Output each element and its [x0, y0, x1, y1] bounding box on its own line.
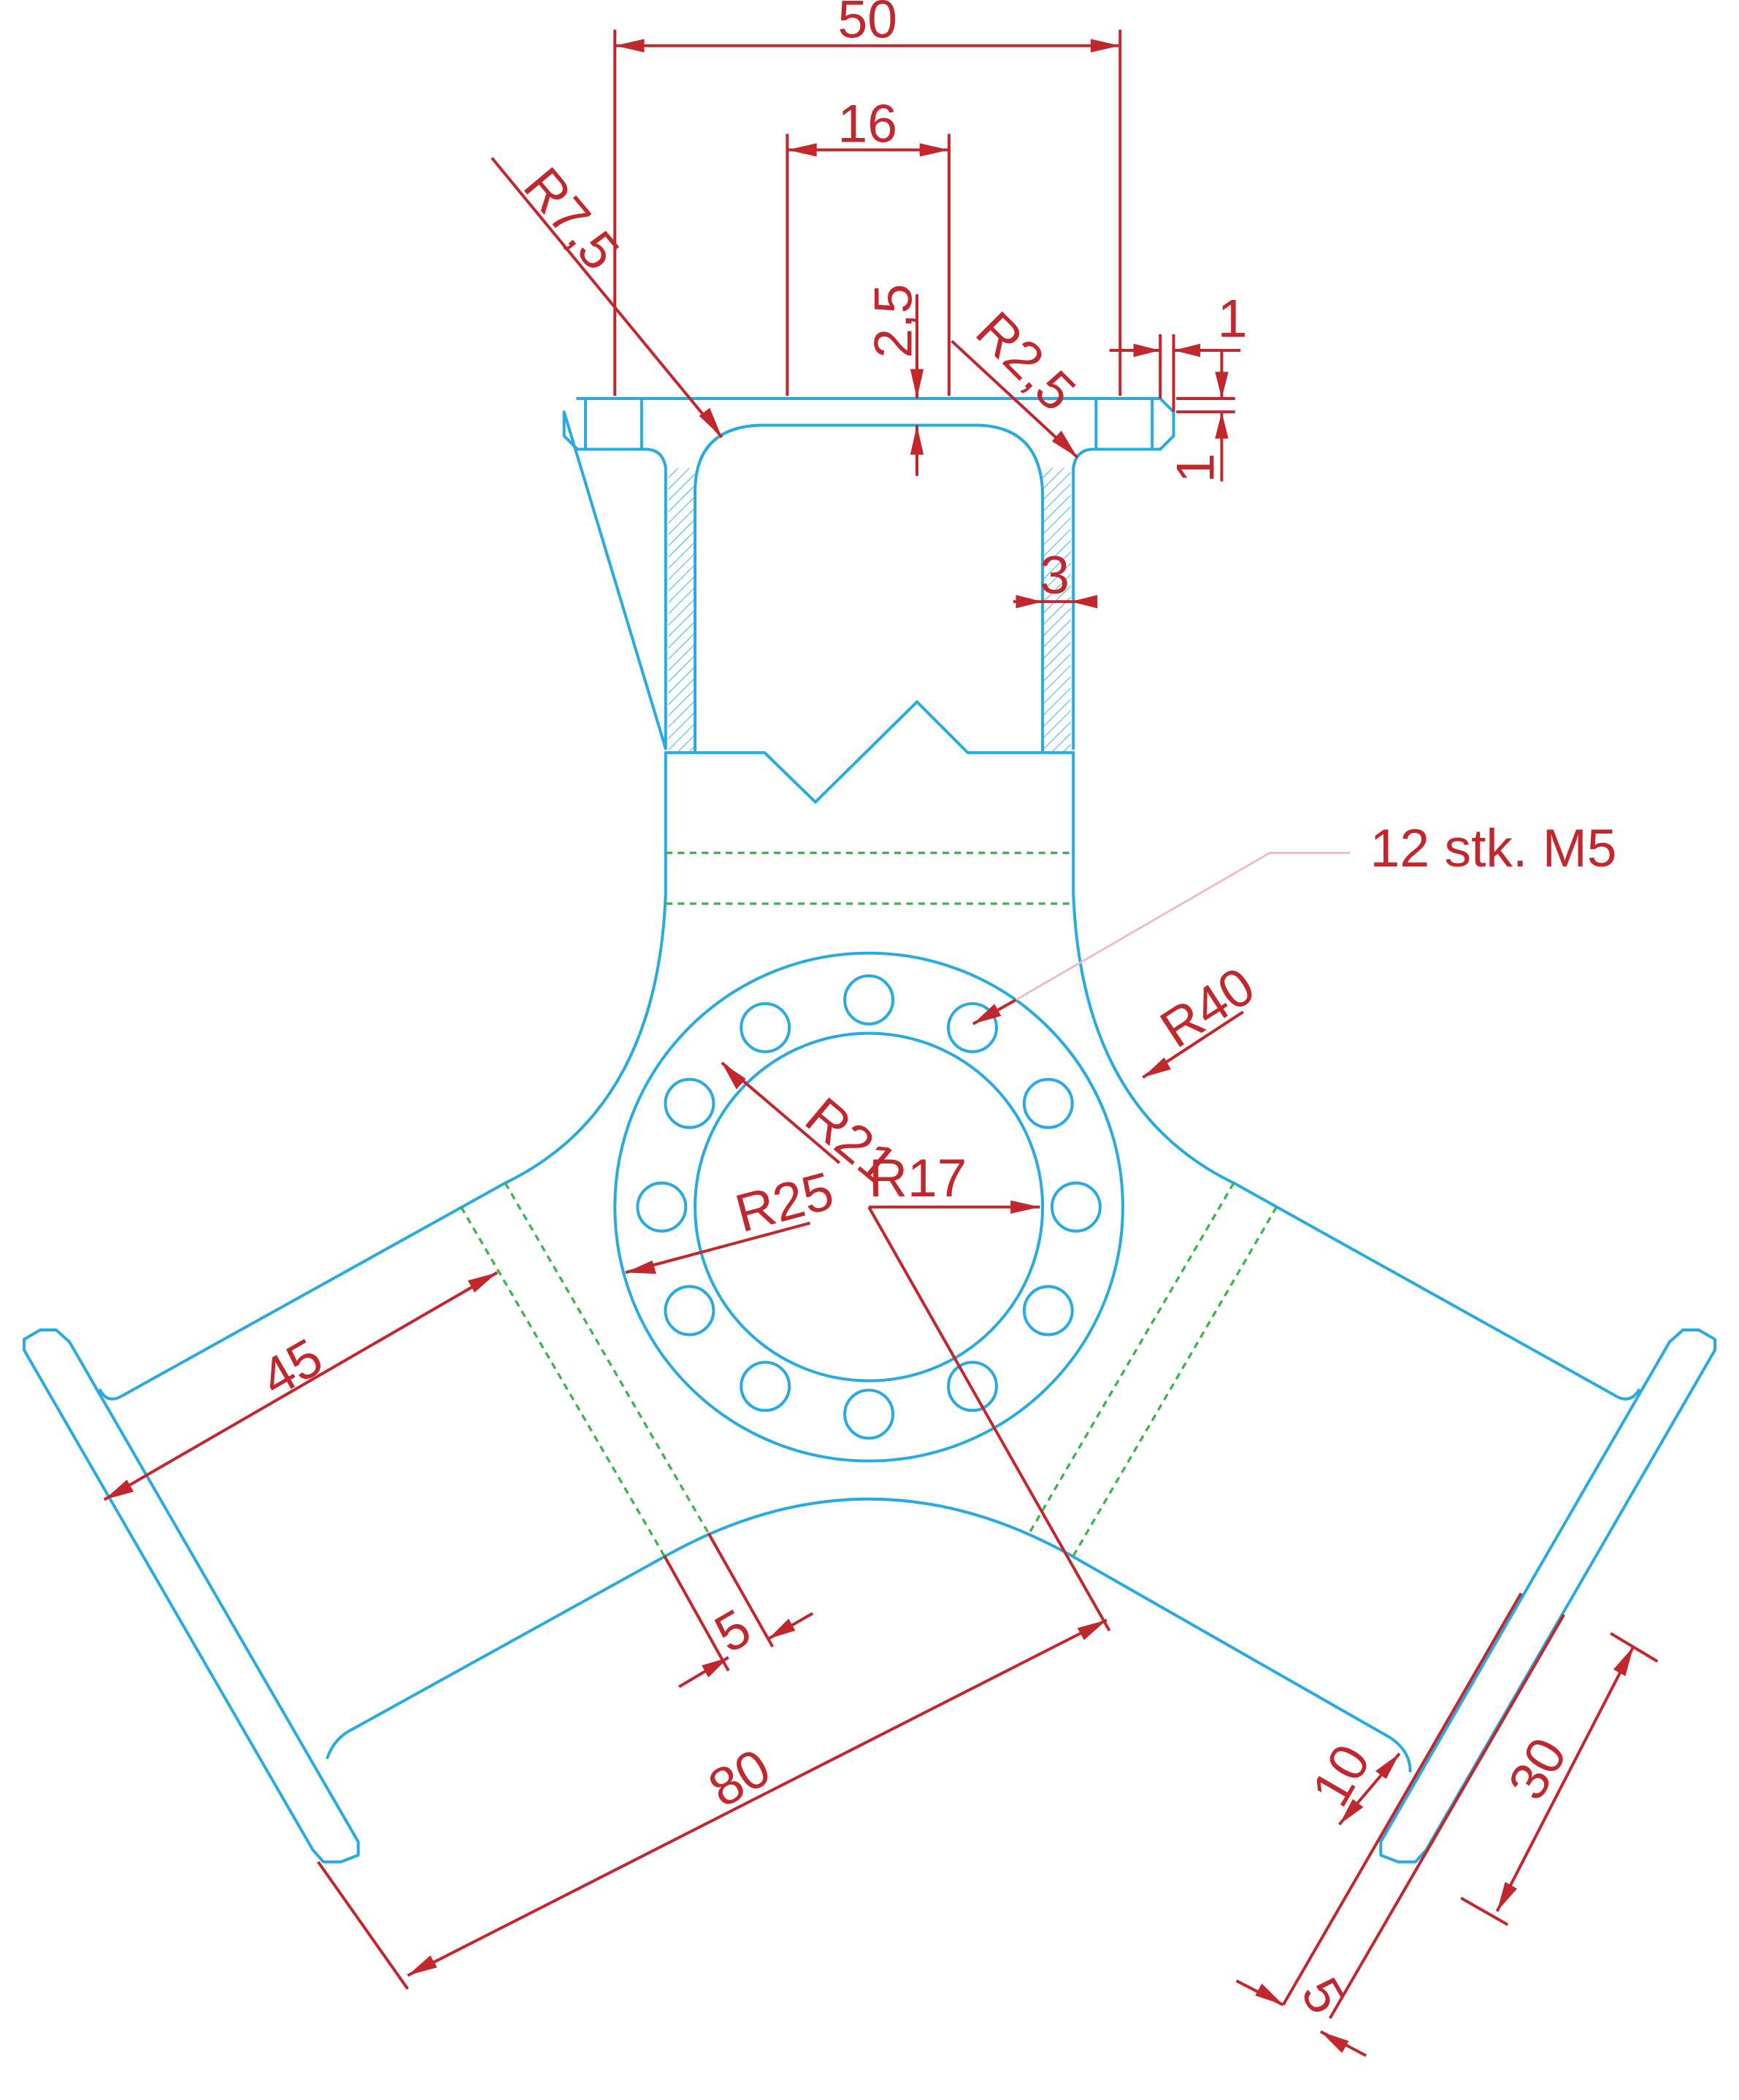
dim-45-label: 45	[251, 1327, 333, 1409]
bolt-hole	[1022, 1077, 1074, 1129]
dim-r25-label: R25	[729, 1161, 840, 1244]
hub-inner-circle	[694, 1031, 1045, 1382]
hub-outer-circle	[613, 951, 1124, 1463]
dimensions: 50 16 2,5 R7,5 R2,5 1	[103, 0, 1659, 2058]
dim-16-label: 16	[838, 93, 897, 153]
dim-10-label: 10	[1300, 1734, 1382, 1816]
hidden-line-right-2	[1028, 1182, 1235, 1534]
dim-1-horizontal-label: 1	[1218, 289, 1248, 349]
bolt-hole	[843, 974, 895, 1026]
dim-r17-label: R17	[869, 1148, 967, 1208]
top-flange	[562, 396, 1175, 750]
hatch-wall-left	[668, 468, 696, 753]
left-end-plate	[22, 1328, 360, 1864]
dim-2-5-label: 2,5	[864, 284, 924, 358]
dim-50-label: 50	[838, 0, 897, 50]
dim-r2-5-label: R2,5	[965, 300, 1087, 422]
bolt-hole	[1022, 1285, 1074, 1336]
hatch-wall-right	[1043, 468, 1071, 753]
bolt-holes	[636, 974, 1102, 1440]
top-arm-pocket	[694, 423, 1045, 755]
hidden-line-right-1	[1072, 1206, 1278, 1557]
bolt-hole	[740, 1001, 791, 1053]
part-outline	[22, 396, 1717, 1864]
bolt-hole	[1050, 1181, 1102, 1233]
hidden-lines	[460, 851, 1278, 1557]
bolt-hole	[664, 1285, 715, 1336]
dim-r7-5-label: R7,5	[513, 156, 631, 281]
hidden-line-left-2	[504, 1182, 710, 1534]
right-end-plate	[1379, 1328, 1717, 1864]
dim-1-vertical-label: 1	[1165, 453, 1225, 483]
bolt-hole	[664, 1077, 715, 1129]
break-line	[664, 700, 1075, 804]
dim-3-label: 3	[1040, 545, 1070, 605]
bolt-hole	[947, 1001, 998, 1053]
bolt-hole	[740, 1361, 791, 1412]
body-lower-arc	[326, 1497, 1412, 1773]
hidden-line-left-1	[460, 1206, 666, 1557]
dim-30-label: 30	[1497, 1728, 1578, 1809]
dim-80-label: 80	[699, 1737, 780, 1819]
bolt-hole	[947, 1361, 998, 1412]
body-outline-left	[99, 751, 667, 1401]
thread-callout: 12 stk. M5	[1370, 818, 1617, 878]
dim-5-left-label: 5	[705, 1598, 761, 1664]
bolt-hole	[636, 1181, 688, 1233]
dim-r40-label: R40	[1150, 955, 1264, 1059]
bolt-hole	[843, 1388, 895, 1440]
body-outline-right	[1072, 751, 1640, 1401]
